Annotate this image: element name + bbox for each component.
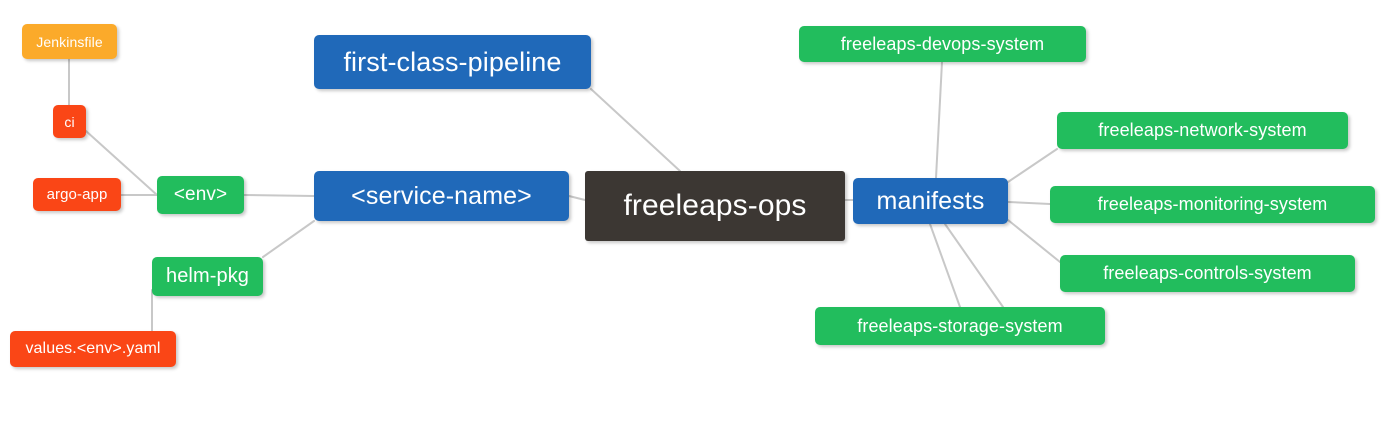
node-freeleaps-controls-system[interactable]: freeleaps-controls-system (1060, 255, 1355, 292)
edge-service-name-to-helm-pkg (262, 220, 315, 258)
node-label: argo-app (46, 186, 108, 203)
node-label: freeleaps-controls-system (1103, 263, 1312, 283)
edge-manifests-to-freeleaps-storage-system-left (929, 223, 961, 308)
edge-manifests-to-freeleaps-devops-system (935, 61, 943, 179)
edge-env-to-service-name (243, 194, 315, 197)
node-freeleaps-devops-system[interactable]: freeleaps-devops-system (799, 26, 1086, 62)
node-first-class-pipeline[interactable]: first-class-pipeline (314, 35, 591, 89)
edge-manifests-to-freeleaps-controls-system (1007, 219, 1061, 263)
node-manifests[interactable]: manifests (853, 178, 1008, 224)
node-ci[interactable]: ci (53, 105, 86, 138)
node-freeleaps-monitoring-system[interactable]: freeleaps-monitoring-system (1050, 186, 1375, 223)
node-label: freeleaps-devops-system (840, 33, 1045, 54)
edge-service-name-to-freeleaps-ops (568, 195, 586, 201)
node-helm-pkg[interactable]: helm-pkg (152, 257, 263, 296)
node-label: manifests (876, 186, 985, 215)
node-argo-app[interactable]: argo-app (33, 178, 121, 211)
node-label: first-class-pipeline (343, 46, 562, 77)
node-freeleaps-ops[interactable]: freeleaps-ops (585, 171, 845, 241)
node-label: Jenkinsfile (36, 33, 103, 50)
node-freeleaps-network-system[interactable]: freeleaps-network-system (1057, 112, 1348, 149)
node-label: <service-name> (351, 181, 532, 210)
node-label: values.<env>.yaml (25, 340, 161, 357)
node-label: freeleaps-storage-system (857, 315, 1063, 336)
node-label: ci (64, 113, 75, 130)
node-env[interactable]: <env> (157, 176, 244, 214)
node-freeleaps-storage-system[interactable]: freeleaps-storage-system (815, 307, 1105, 345)
node-label: <env> (173, 184, 228, 205)
node-label: freeleaps-monitoring-system (1097, 194, 1328, 214)
edge-manifests-to-freeleaps-monitoring-system (1007, 201, 1051, 205)
edge-manifests-to-freeleaps-network-system (1007, 148, 1058, 183)
node-values-env-yaml[interactable]: values.<env>.yaml (10, 331, 176, 367)
node-label: freeleaps-ops (623, 189, 807, 222)
node-label: freeleaps-network-system (1098, 120, 1307, 140)
node-service-name[interactable]: <service-name> (314, 171, 569, 221)
edge-first-class-pipeline-to-freeleaps-ops (590, 88, 681, 172)
node-jenkinsfile[interactable]: Jenkinsfile (22, 24, 117, 59)
node-label: helm-pkg (165, 265, 250, 287)
edge-manifests-to-freeleaps-storage-system (944, 223, 1004, 308)
